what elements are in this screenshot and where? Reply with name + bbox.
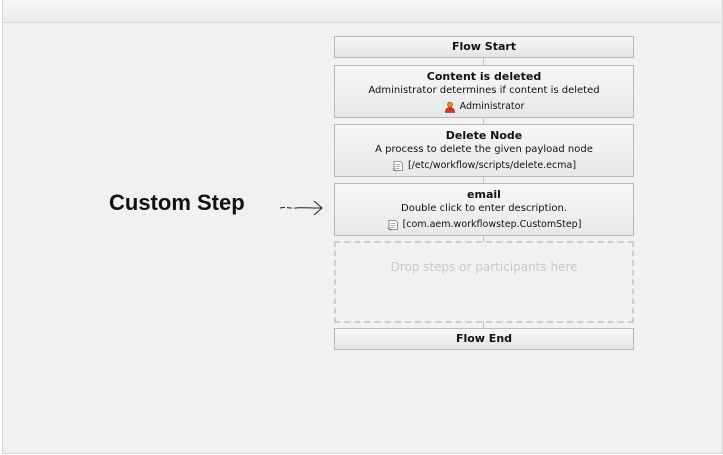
connector-line (483, 321, 484, 329)
workflow-step-delete-node[interactable]: Delete Node A process to delete the give… (334, 124, 634, 177)
step-participant-label: Administrator (459, 101, 525, 112)
script-icon (392, 160, 404, 172)
flow-start-label: Flow Start (451, 40, 517, 53)
flow-end-node[interactable]: Flow End (334, 328, 634, 350)
connector-line (483, 235, 484, 242)
custom-step-annotation: Custom Step (109, 190, 245, 215)
arrow-right-icon (279, 200, 323, 216)
step-script: [/etc/workflow/scripts/delete.ecma] (335, 159, 633, 172)
workflow-step-email[interactable]: email Double click to enter description.… (334, 183, 634, 236)
connector-line (483, 176, 484, 184)
user-icon (444, 101, 456, 113)
workflow-step-content-deleted[interactable]: Content is deleted Administrator determi… (334, 65, 634, 118)
flow-start-node[interactable]: Flow Start (334, 36, 634, 58)
flow-end-label: Flow End (455, 332, 513, 345)
step-title: Delete Node (445, 129, 523, 142)
step-script-class: [com.aem.workflowstep.CustomStep] (402, 219, 582, 230)
step-participant: Administrator (335, 100, 633, 113)
canvas-toolbar-strip (3, 0, 722, 23)
connector-line (483, 57, 484, 66)
script-icon (387, 219, 399, 231)
drop-zone[interactable]: Drop steps or participants here (334, 241, 634, 323)
step-title: Content is deleted (426, 70, 542, 83)
step-script-path: [/etc/workflow/scripts/delete.ecma] (407, 160, 577, 171)
step-description: Administrator determines if content is d… (368, 85, 600, 96)
connector-line (483, 117, 484, 124)
step-title: email (467, 188, 501, 201)
step-script: [com.aem.workflowstep.CustomStep] (335, 218, 633, 231)
drop-zone-label: Drop steps or participants here (390, 260, 578, 274)
step-description: Double click to enter description. (401, 203, 567, 214)
step-description: A process to delete the given payload no… (375, 144, 593, 155)
